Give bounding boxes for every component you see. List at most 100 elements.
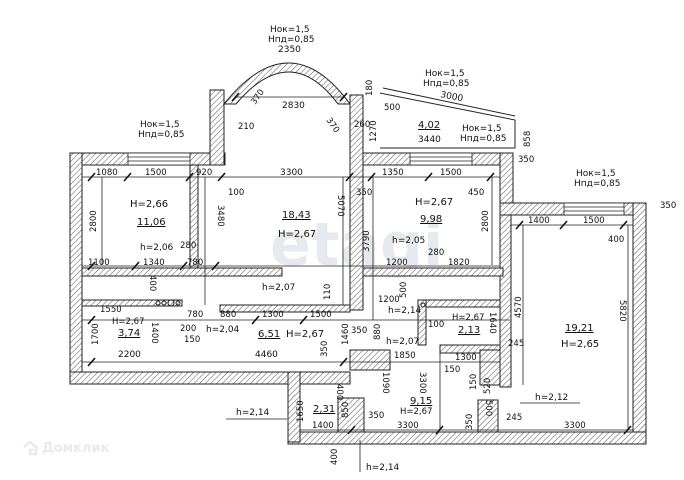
room-area: 9,15 — [410, 396, 432, 407]
room-area: 11,06 — [137, 217, 166, 228]
dimension-label: 100 — [228, 188, 244, 198]
dimension-lines — [82, 96, 633, 431]
dimension-label: 1850 — [394, 351, 416, 361]
balcony — [379, 87, 516, 149]
dimension-label: 3300 — [280, 168, 303, 178]
dimension-label: 400 — [608, 235, 624, 245]
dimension-label: 1200 — [386, 258, 408, 268]
dimension-label: 180 — [365, 80, 375, 96]
dimension-labels: 2350 2830 370 370 210 180 500 260 1270 3… — [88, 45, 676, 465]
window-note-nok: Нок=1,5 — [425, 69, 465, 79]
dimension-label: 2800 — [89, 210, 99, 232]
dimension-label: 1300 — [455, 353, 477, 363]
room-labels: Н=2,66 11,06 18,43 Н=2,67 Н=2,67 9,98 19… — [112, 120, 599, 417]
dimension-label: 400 — [147, 275, 157, 291]
dimension-label: h=2,12 — [535, 393, 568, 403]
dimension-label: 210 — [238, 122, 254, 132]
room-area: 19,21 — [565, 323, 594, 334]
dimension-label: h=2,06 — [140, 243, 174, 253]
dimension-label: 150 — [444, 365, 460, 375]
dimension-label: 400 — [334, 384, 344, 400]
dimension-label: 1090 — [380, 372, 390, 394]
balcony-width: 3440 — [418, 135, 441, 145]
exterior-walls — [69, 62, 647, 445]
dimension-label: 350 — [368, 411, 384, 421]
dimension-label: 1100 — [88, 258, 110, 268]
dimension-label: h=2,05 — [392, 236, 425, 246]
dimension-label: 1350 — [382, 168, 404, 178]
dimension-label: 1300 — [262, 310, 284, 320]
dimension-label: 1550 — [100, 305, 122, 315]
window-note-npd: Нпд=0,85 — [423, 79, 469, 89]
dimension-label: h=2,14 — [236, 408, 270, 418]
window-note-npd: Нпд=0,85 — [460, 134, 506, 144]
domclick-logo: Домклик — [22, 440, 109, 456]
window-note-npd: Нпд=0,85 — [138, 130, 184, 140]
dimension-label: 1270 — [369, 120, 379, 142]
dimension-label: 5070 — [335, 195, 345, 217]
dimension-label: 110 — [323, 284, 333, 300]
room-height: Н=2,67 — [286, 329, 324, 340]
dimension-label: 350 — [660, 201, 676, 211]
dimension-label: 100 — [428, 320, 444, 330]
dimension-label: 200 — [180, 324, 196, 334]
plumbing-fixtures — [155, 299, 426, 308]
window-note-npd: Нпд=0,85 — [574, 179, 620, 189]
room-area: 2,31 — [313, 404, 335, 415]
dimension-label: 1500 — [583, 216, 605, 226]
dimension-label: 350 — [518, 155, 534, 165]
dimension-label: 150 — [469, 374, 479, 390]
dimension-label: 1400 — [312, 421, 334, 431]
opening-heights: h=2,06 h=2,07 h=2,05 h=2,04 h=2,14 h=2,0… — [140, 236, 580, 473]
dimension-label: 2200 — [118, 350, 141, 360]
dimension-label: 1200 — [378, 295, 400, 305]
dimension-label: 350 — [465, 414, 475, 430]
dimension-label: 150 — [184, 335, 200, 345]
dimension-label: 4460 — [255, 350, 278, 360]
dimension-label: h=2,14 — [388, 306, 422, 316]
dimension-label: 1820 — [448, 258, 470, 268]
dimension-label: 1500 — [145, 168, 167, 178]
dimension-label: 4570 — [514, 296, 524, 318]
dimension-label: 1400 — [149, 322, 159, 344]
window-note-nok: Нок=1,5 — [576, 169, 616, 179]
house-icon — [23, 440, 38, 456]
dimension-label: h=2,14 — [366, 463, 400, 473]
room-area: 9,98 — [420, 214, 442, 225]
windows — [127, 152, 625, 216]
window-note-nok: Нок=1,5 — [462, 124, 502, 134]
dimension-label: 350 — [351, 326, 367, 336]
window-note-nok: Нок=1,5 — [270, 25, 310, 35]
dimension-label: 1640 — [487, 312, 497, 334]
window-note-nok: Нок=1,5 — [140, 120, 180, 130]
room-height: Н=2,66 — [130, 199, 168, 210]
dimension-label: 850 — [341, 402, 351, 418]
dimension-label: 3300 — [564, 421, 586, 431]
room-area: 18,43 — [282, 210, 311, 221]
dimension-label: 3480 — [215, 205, 225, 227]
dimension-label: 780 — [187, 258, 203, 268]
dimension-label: 858 — [523, 131, 533, 147]
dimension-label: 5820 — [617, 300, 627, 322]
dimension-label: 260 — [354, 120, 370, 130]
window-note-npd: Нпд=0,85 — [268, 35, 314, 45]
dimension-label: 920 — [196, 168, 212, 178]
dimension-label: 500 — [483, 400, 493, 416]
logo-text: Домклик — [42, 440, 110, 456]
room-area: 2,13 — [458, 325, 480, 336]
dimension-ticks — [87, 92, 632, 435]
room-height: Н=2,67 — [112, 317, 144, 327]
dimension-label: 1400 — [528, 216, 550, 226]
dimension-label: 880 — [220, 310, 236, 320]
dimension-label: 280 — [428, 248, 444, 258]
dimension-label: 1650 — [296, 400, 306, 422]
dimension-label: 3300 — [417, 372, 427, 394]
room-height: Н=2,67 — [452, 313, 484, 323]
dimension-label: h=2,07 — [386, 337, 419, 347]
room-height: Н=2,65 — [561, 339, 599, 350]
room-height: Н=2,67 — [400, 407, 432, 417]
dimension-label: 2350 — [278, 45, 301, 55]
dimension-label: 1500 — [310, 310, 332, 320]
room-area: 6,51 — [258, 329, 280, 340]
dimension-label: 780 — [187, 310, 203, 320]
